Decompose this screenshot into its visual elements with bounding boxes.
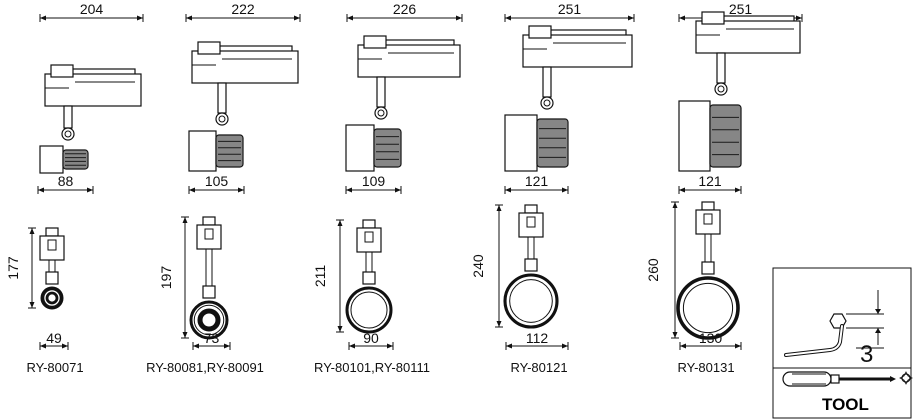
head-width-dimension-label: 121	[525, 173, 549, 189]
height-dimension-label: 211	[312, 265, 328, 288]
head-width-dimension-label: 88	[58, 173, 74, 189]
diameter-dimension-label: 130	[699, 330, 723, 346]
model-label: RY-80081,RY-80091	[146, 360, 264, 375]
diameter-dimension-label: 90	[363, 330, 379, 346]
head-width-dimension-label: 105	[205, 173, 229, 189]
head-width-dimension-label: 109	[362, 173, 386, 189]
diameter-dimension-label: 49	[46, 330, 62, 346]
diameter-dimension-label: 73	[204, 330, 220, 346]
model-label: RY-80071	[26, 360, 83, 375]
hex-size-label: 3	[860, 341, 873, 368]
length-dimension-label: 226	[393, 1, 417, 17]
diameter-dimension-label: 112	[526, 330, 549, 346]
head-width-dimension-label: 121	[698, 173, 722, 189]
tool-panel: 3 TOOL	[772, 267, 913, 419]
height-dimension-label: 260	[645, 258, 661, 282]
model-label: RY-80101,RY-80111	[314, 360, 430, 375]
height-dimension-label: 197	[158, 266, 174, 290]
length-dimension-label: 251	[729, 1, 753, 17]
length-dimension-label: 251	[558, 1, 582, 17]
tool-label: TOOL	[822, 395, 869, 414]
screwdriver-icon	[782, 371, 913, 387]
length-dimension-label: 222	[231, 1, 255, 17]
model-label: RY-80121	[510, 360, 567, 375]
hex-key-icon	[784, 290, 884, 357]
height-dimension-label: 240	[470, 254, 486, 278]
model-label: RY-80131	[677, 360, 734, 375]
length-dimension-label: 204	[80, 1, 104, 17]
height-dimension-label: 177	[5, 256, 21, 280]
